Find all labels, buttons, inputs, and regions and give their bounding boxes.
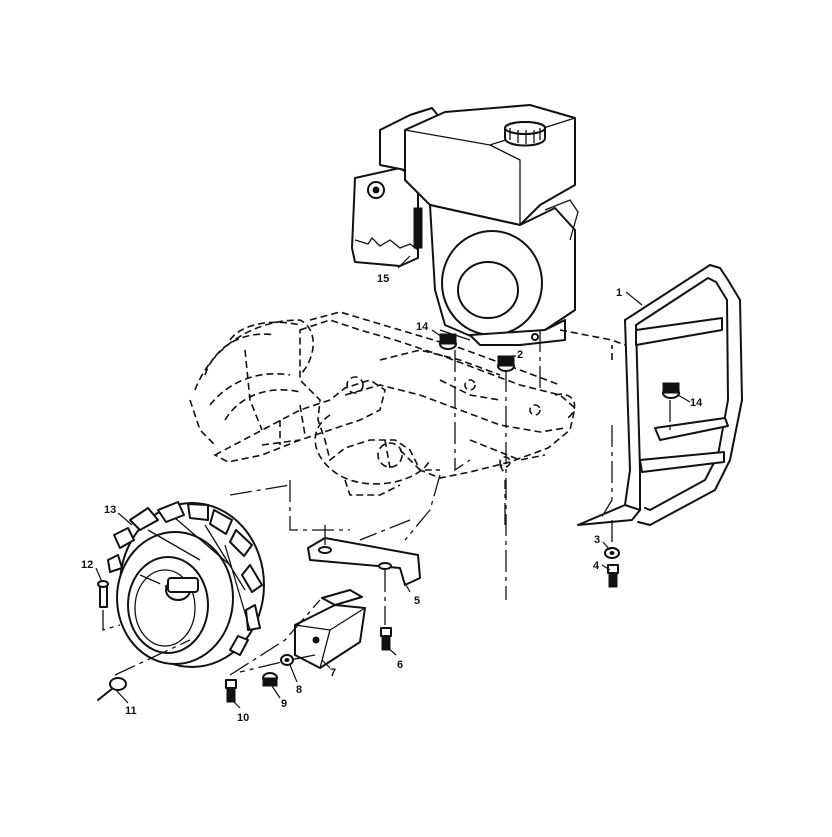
- engine: [351, 104, 579, 346]
- hitch-block: [294, 589, 366, 669]
- callout-12: 12: [81, 559, 93, 571]
- callout-2: 2: [517, 349, 523, 361]
- callout-15: 15: [377, 273, 389, 285]
- callout-10: 10: [237, 712, 249, 724]
- callout-1: 1: [616, 287, 622, 299]
- callout-9: 9: [281, 698, 287, 710]
- callout-3: 3: [594, 534, 600, 546]
- callout-13: 13: [104, 504, 116, 516]
- callout-labels: 1 2 3 4 5 6 7 8 9 10 11 12 13 14 14 15: [81, 273, 703, 724]
- callout-11: 11: [125, 705, 137, 717]
- axle-bracket: [307, 537, 421, 586]
- bumper-bar: [559, 264, 743, 526]
- callout-6: 6: [397, 659, 403, 671]
- callout-4: 4: [593, 560, 600, 572]
- alignment-lines: [102, 330, 671, 676]
- leader-lines: [95, 255, 691, 709]
- callout-8: 8: [296, 684, 302, 696]
- callout-5: 5: [414, 595, 420, 607]
- callout-14-bumper: 14: [690, 397, 703, 409]
- callout-7: 7: [330, 667, 336, 679]
- wheel-tire: [107, 501, 265, 668]
- tiller-frame-dashed: [189, 311, 576, 496]
- callout-14-engine: 14: [416, 321, 429, 333]
